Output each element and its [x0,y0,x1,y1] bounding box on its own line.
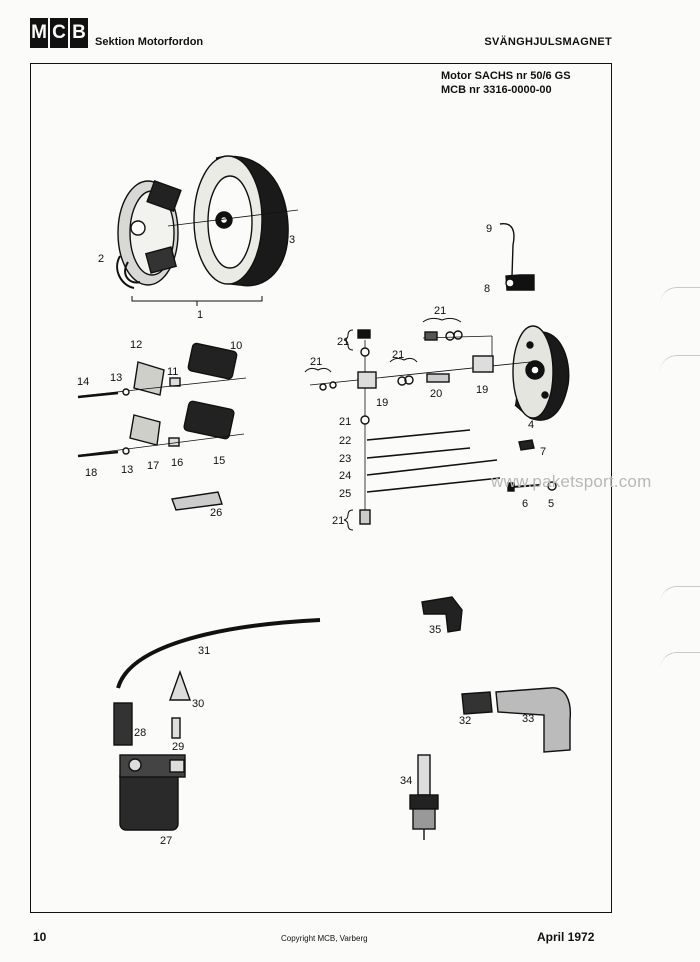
coil-27-drawing [119,754,186,831]
rods-22-25 [366,429,501,493]
part-label-30: 30 [192,698,204,710]
part-label-21-top: 21 [337,336,349,348]
part-label-10: 10 [230,340,242,352]
ignition-coils-drawing [77,342,247,458]
model-info: Motor SACHS nr 50/6 GS MCB nr 3316-0000-… [441,69,571,97]
part-label-21-left: 21 [310,356,322,368]
part-label-15: 15 [213,455,225,467]
part-label-19a: 19 [376,397,388,409]
part-label-19b: 19 [476,384,488,396]
part-label-32: 32 [459,715,471,727]
part-label-6: 6 [522,498,528,510]
part-label-31: 31 [198,645,210,657]
part-label-20: 20 [430,388,442,400]
part-label-7: 7 [540,446,546,458]
punch-hole-mark [660,287,700,304]
model-mcb-number: MCB nr 3316-0000-00 [441,84,552,96]
copyright-text: Copyright MCB, Varberg [281,934,368,943]
section-title: Sektion Motorfordon [95,36,204,48]
part-label-33: 33 [522,713,534,725]
part-label-9: 9 [486,223,492,235]
base-plate-drawing [512,325,570,421]
part-label-4: 4 [528,419,534,431]
publication-date: April 1972 [537,930,595,944]
part-label-27: 27 [160,835,172,847]
spark-plug-drawing [409,754,439,840]
part-label-29: 29 [172,741,184,753]
stator-plate-drawing [116,179,182,289]
part-label-12: 12 [130,339,142,351]
part-label-13a: 13 [110,372,122,384]
punch-hole-mark [660,355,700,372]
diagram-frame [30,63,612,913]
part-label-21-mid: 21 [392,349,404,361]
contact-breaker-parts [319,329,494,525]
part-label-21-bottom: 21 [332,515,344,527]
logo-letter-c: C [50,18,68,48]
part-label-25: 25 [339,488,351,500]
part-label-21-lower: 21 [339,416,351,428]
mcb-logo: M C B [30,18,88,48]
part-label-14: 14 [77,376,89,388]
part-label-34: 34 [400,775,412,787]
part-label-18: 18 [85,467,97,479]
logo-letter-b: B [70,18,88,48]
watermark-url: www.paketsport.com [491,472,652,491]
part-label-28: 28 [134,727,146,739]
part-label-8: 8 [484,283,490,295]
punch-hole-mark [660,652,700,669]
punch-hole-mark [660,586,700,603]
logo-letter-m: M [30,18,48,48]
part-label-2: 2 [98,253,104,265]
flywheel-rotor-drawing [167,155,299,287]
part-label-11: 11 [167,366,178,378]
part-label-13b: 13 [121,464,133,476]
part-label-35: 35 [429,624,441,636]
part-label-21-right: 21 [434,305,446,317]
part-label-22: 22 [339,435,351,447]
model-engine: Motor SACHS nr 50/6 GS [441,70,571,82]
part-label-16: 16 [171,457,183,469]
part-label-1: 1 [197,309,203,321]
page-number: 10 [33,930,47,944]
page-heading: SVÄNGHJULSMAGNET [484,36,612,48]
part-label-26: 26 [210,507,222,519]
part-label-24: 24 [339,470,351,482]
part-label-5: 5 [548,498,554,510]
part-label-3: 3 [289,234,295,246]
part-label-23: 23 [339,453,351,465]
condenser-drawing [499,223,535,291]
part-label-17: 17 [147,460,159,472]
